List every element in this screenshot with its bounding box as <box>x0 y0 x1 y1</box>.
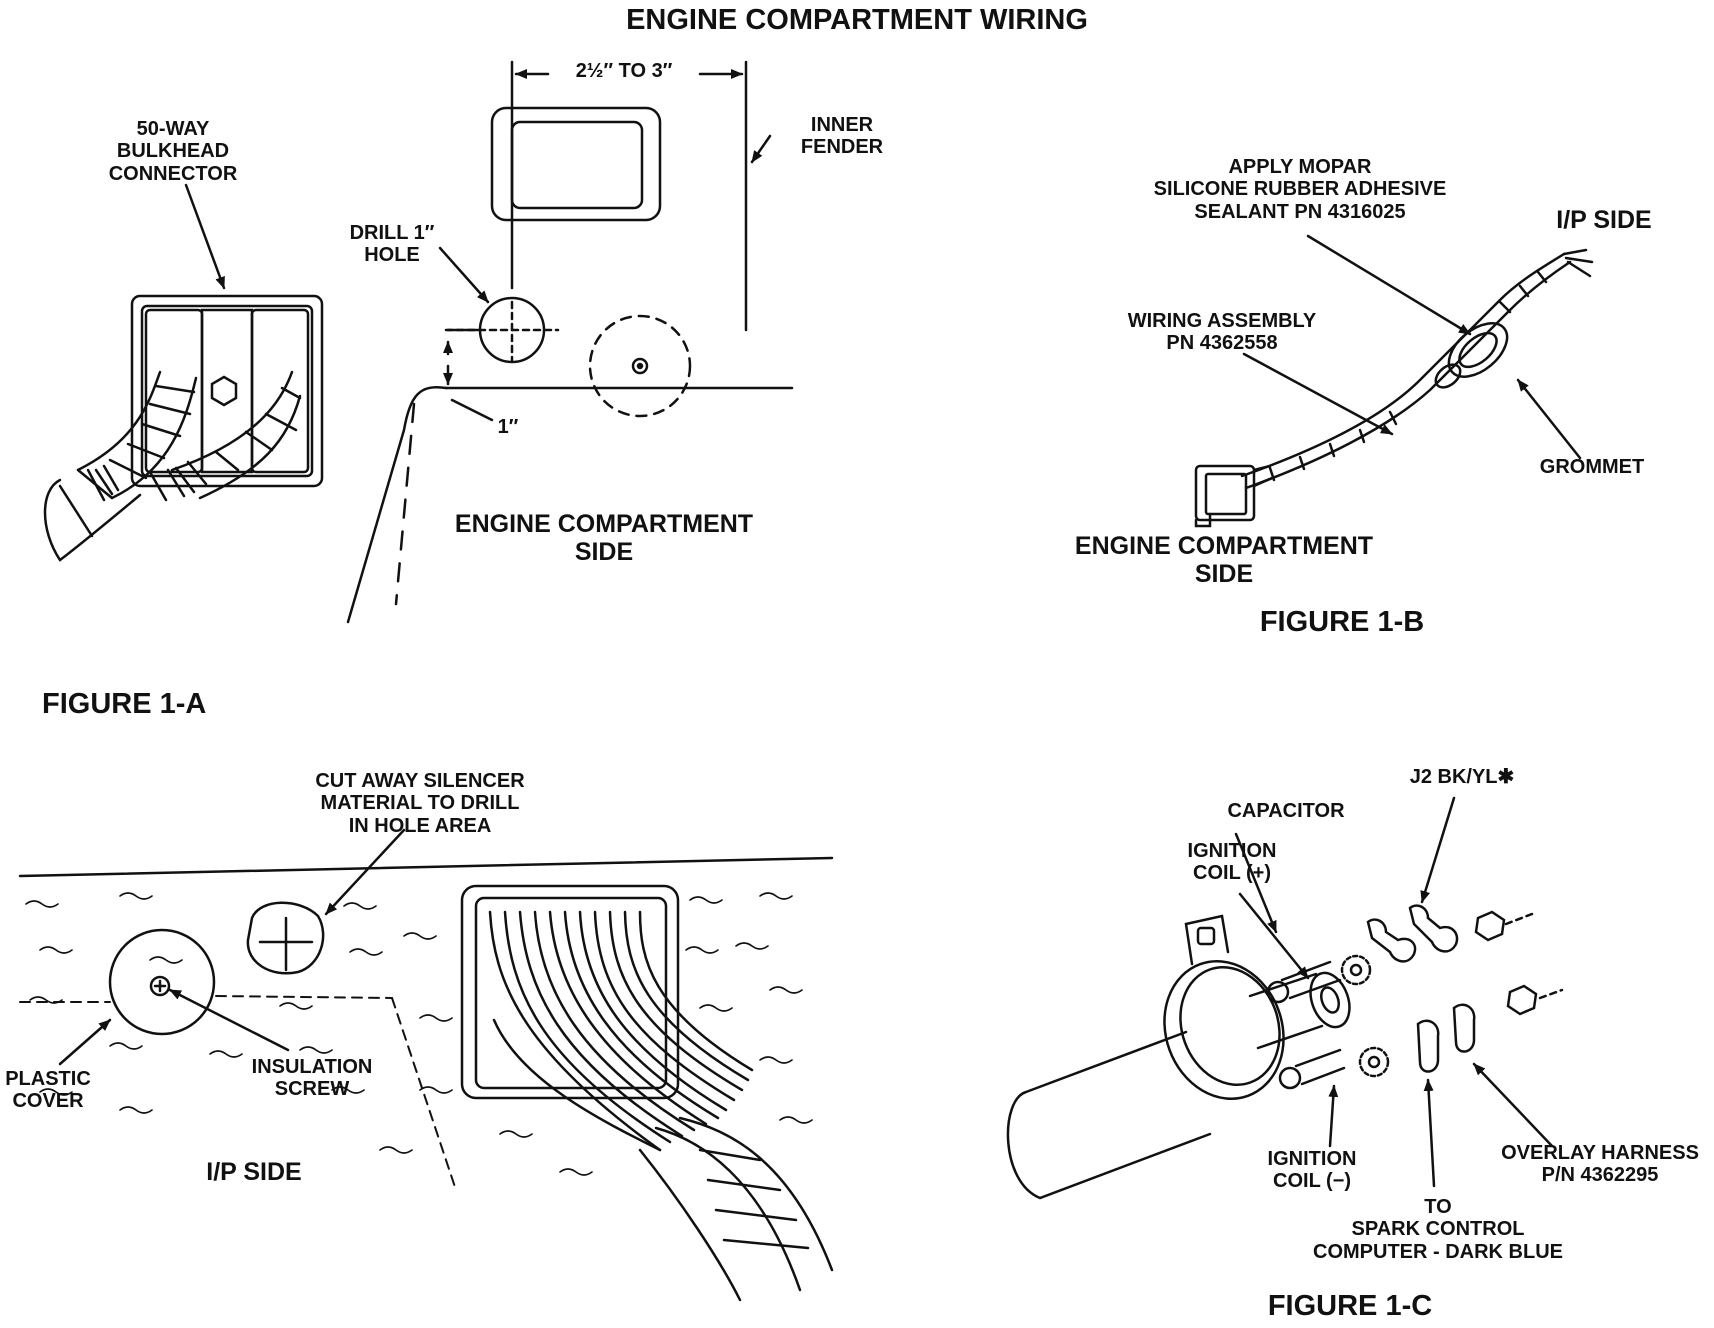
inner-fender-line-1: INNER <box>810 114 874 136</box>
figure-1b-caption: FIGURE 1-B <box>1259 606 1425 638</box>
overlay-line-2: P/N 4362295 <box>1541 1164 1659 1187</box>
bulkhead-label-line-3: CONNECTOR <box>108 162 238 185</box>
overlay-leader <box>1472 1062 1554 1148</box>
dash-top-edge <box>18 856 834 878</box>
ignition-coil <box>1006 914 1351 1200</box>
bulkhead-label-line-1: 50-WAY <box>136 118 210 140</box>
fender-hidden-line <box>394 402 416 606</box>
existing-hole-dashed <box>588 314 692 418</box>
inner-fender-label: INNER FENDER <box>801 114 883 159</box>
capacitor-lug <box>1366 918 1417 963</box>
plastic-cover <box>108 928 216 1036</box>
drill-leader <box>438 246 490 304</box>
terminal-hardware <box>1340 904 1564 1078</box>
cut-away-label: CUT AWAY SILENCER MATERIAL TO DRILL IN H… <box>315 770 524 837</box>
coil-minus-label: IGNITION COIL (−) <box>1268 1148 1357 1193</box>
sealant-line-1: APPLY MOPAR <box>1228 156 1372 178</box>
engine-side-1a-line-2: SIDE <box>574 538 634 566</box>
bulkhead-leader <box>184 183 226 290</box>
plastic-line-2: COVER <box>12 1090 84 1113</box>
engine-side-label-1a: ENGINE COMPARTMENT SIDE <box>455 510 753 566</box>
engine-connector <box>1194 464 1274 528</box>
coil-plus-label: IGNITION COIL (+) <box>1188 840 1277 885</box>
screw-line-1: INSULATION <box>251 1056 373 1078</box>
overlay-harness-label: OVERLAY HARNESS P/N 4362295 <box>1501 1142 1699 1187</box>
j2-label: J2 BK/YL✱ <box>1409 766 1515 788</box>
ip-side-label: I/P SIDE <box>206 1158 302 1186</box>
page-title: ENGINE COMPARTMENT WIRING <box>626 4 1088 36</box>
capacitor-leader <box>1234 832 1278 934</box>
drill-hole-label: DRILL 1″ HOLE <box>350 222 435 267</box>
cut-line-2: MATERIAL TO DRILL <box>320 792 520 815</box>
coil-minus-leader <box>1328 1084 1339 1148</box>
grommet-label: GROMMET <box>1539 456 1645 478</box>
bulkhead-connector-label: 50-WAY BULKHEAD CONNECTOR <box>109 118 238 185</box>
offset-leader <box>450 398 494 422</box>
bulkhead-connector <box>130 294 324 488</box>
fender-curve <box>346 385 448 624</box>
cut-line-3: IN HOLE AREA <box>348 814 492 837</box>
capacitor-label: CAPACITOR <box>1227 800 1345 822</box>
engine-side-label-1b: ENGINE COMPARTMENT SIDE <box>1075 532 1373 588</box>
grommet-leader <box>1516 378 1582 460</box>
drill-label-line-2: HOLE <box>364 244 420 267</box>
figure-1a-caption: FIGURE 1-A <box>42 688 207 720</box>
bulkhead-plate-outline <box>490 106 662 222</box>
connector-harness-left <box>58 370 198 538</box>
screw-line-2: SCREW <box>274 1078 350 1101</box>
figure-1c-caption: FIGURE 1-C <box>1267 1290 1433 1322</box>
j2-leader <box>1420 796 1456 904</box>
sealant-line-2: SILICONE RUBBER ADHESIVE <box>1153 178 1447 201</box>
connector-harness-right <box>43 370 302 562</box>
silencer-drill-hole <box>246 901 325 975</box>
wiring-line-1: WIRING ASSEMBLY <box>1127 310 1317 332</box>
sealant-label: APPLY MOPAR SILICONE RUBBER ADHESIVE SEA… <box>1154 156 1447 223</box>
offset-label: 1″ <box>497 416 519 438</box>
spark-line-2: SPARK CONTROL <box>1351 1218 1525 1241</box>
insulation-screw-label: INSULATION SCREW <box>252 1056 373 1101</box>
sealant-line-3: SEALANT PN 4316025 <box>1194 200 1406 223</box>
coil-minus-line-1: IGNITION <box>1267 1148 1357 1170</box>
spark-control-label: TO SPARK CONTROL COMPUTER - DARK BLUE <box>1313 1196 1563 1263</box>
plastic-cover-label: PLASTIC COVER <box>5 1068 91 1113</box>
wiring-line-2: PN 4362558 <box>1166 332 1278 355</box>
j2-lug <box>1408 904 1459 953</box>
overlay-lug <box>1452 1003 1476 1053</box>
spark-line-3: COMPUTER - DARK BLUE <box>1313 1240 1563 1263</box>
wire-bundle <box>1240 248 1594 490</box>
grommet <box>1434 322 1509 389</box>
coil-plus-line-2: COIL (+) <box>1193 862 1271 885</box>
engine-side-1b-line-2: SIDE <box>1194 560 1254 588</box>
inner-fender-line-2: FENDER <box>800 136 884 159</box>
silencer-texture <box>25 892 813 1176</box>
ip-bulkhead-connector <box>460 884 834 1302</box>
sealant-leader <box>1306 234 1472 336</box>
engine-side-1a-line-1: ENGINE COMPARTMENT <box>454 510 754 538</box>
overlay-line-1: OVERLAY HARNESS <box>1501 1142 1699 1164</box>
dimension-label: 2½″ TO 3″ <box>571 60 677 83</box>
spark-control-lug <box>1416 1019 1440 1073</box>
inner-fender-leader <box>750 134 772 164</box>
drill-label-line-1: DRILL 1″ <box>349 222 435 244</box>
cut-away-leader <box>324 828 406 916</box>
coil-plus-line-1: IGNITION <box>1187 840 1277 862</box>
spark-line-1: TO <box>1424 1196 1452 1218</box>
wiring-leader <box>1242 352 1394 436</box>
bulkhead-label-line-2: BULKHEAD <box>116 140 230 163</box>
engine-side-1b-line-1: ENGINE COMPARTMENT <box>1074 532 1374 560</box>
coil-plus-leader <box>1238 892 1310 980</box>
plastic-cover-leader <box>58 1018 112 1066</box>
wiring-assembly-label: WIRING ASSEMBLY PN 4362558 <box>1128 310 1317 355</box>
spark-control-leader <box>1423 1078 1436 1188</box>
ip-side-label-1b: I/P SIDE <box>1556 206 1652 234</box>
cut-line-1: CUT AWAY SILENCER <box>315 770 525 792</box>
plastic-line-1: PLASTIC <box>5 1068 91 1090</box>
insulation-screw-leader <box>168 988 290 1052</box>
coil-minus-line-2: COIL (−) <box>1273 1170 1351 1193</box>
